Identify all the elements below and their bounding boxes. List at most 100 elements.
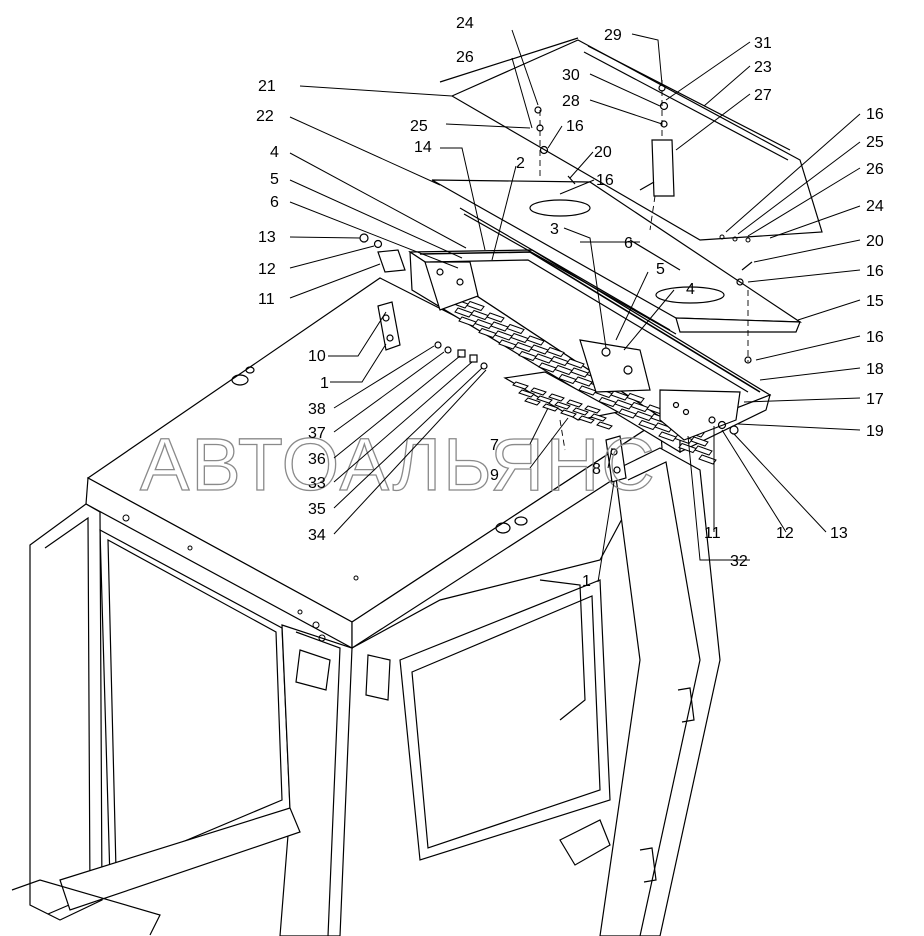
grab-handle xyxy=(639,847,657,883)
assembly-axis xyxy=(559,419,566,451)
cover-opening xyxy=(655,286,725,304)
callout-14: 14 xyxy=(414,139,432,156)
callout-19: 19 xyxy=(866,423,884,440)
fastener xyxy=(469,354,478,363)
roof-hole xyxy=(231,374,249,386)
visor-edge xyxy=(439,37,579,83)
fastener xyxy=(717,420,727,430)
grille-slot xyxy=(638,419,657,431)
roof-hole xyxy=(514,516,528,526)
callout-9: 9 xyxy=(490,467,499,484)
callout-11: 11 xyxy=(704,525,721,542)
assembly-axis xyxy=(649,195,656,231)
grille-slot xyxy=(658,431,677,442)
right-rear-pillar xyxy=(599,447,721,936)
callout-4: 4 xyxy=(686,281,695,298)
callout-25: 25 xyxy=(410,118,428,135)
frame-hole xyxy=(353,575,359,581)
callout-29: 29 xyxy=(604,27,622,44)
bracket-27 xyxy=(651,139,675,197)
center-mechanism xyxy=(579,339,651,393)
frame-hole xyxy=(318,634,326,642)
callout-16: 16 xyxy=(866,263,884,280)
bolt-20 xyxy=(567,175,576,185)
callout-25: 25 xyxy=(866,134,884,151)
callout-20: 20 xyxy=(594,144,612,161)
callout-15: 15 xyxy=(866,293,884,310)
fastener xyxy=(444,346,452,354)
roof-hole xyxy=(245,366,255,374)
bracket-hole xyxy=(613,466,621,474)
callout-5: 5 xyxy=(270,171,279,188)
filter-slot xyxy=(590,413,607,422)
bracket-10 xyxy=(377,301,401,351)
grille-slot xyxy=(498,339,517,350)
grille-slot xyxy=(698,454,717,465)
bracket-8 xyxy=(605,435,627,483)
visor-rib xyxy=(587,45,791,151)
right-end-plate xyxy=(659,389,741,441)
fastener xyxy=(480,362,488,370)
washer-12 xyxy=(373,239,383,249)
grille-slot xyxy=(558,373,577,385)
callout-7: 7 xyxy=(490,437,499,454)
callout-30: 30 xyxy=(562,67,580,84)
filter-slot xyxy=(584,405,601,414)
callout-labels: 24 26 21 22 25 16 4 14 2 20 16 5 6 13 12… xyxy=(256,15,884,590)
rear-window-inner xyxy=(411,595,601,849)
callout-12: 12 xyxy=(776,525,794,542)
callout-16: 16 xyxy=(596,172,614,189)
callout-28: 28 xyxy=(562,93,580,110)
callout-13: 13 xyxy=(830,525,848,542)
filter-slot xyxy=(524,397,541,406)
grille-slot xyxy=(694,445,713,456)
callout-24: 24 xyxy=(456,15,474,32)
cover-rib xyxy=(459,207,671,331)
door-hinge xyxy=(559,819,611,866)
bracket-bolt xyxy=(456,278,464,286)
bracket-bolt xyxy=(672,401,680,409)
callout-38: 38 xyxy=(308,401,326,418)
base-step xyxy=(11,879,161,936)
visor-hole xyxy=(745,237,751,243)
cab-frame xyxy=(11,277,721,936)
cover-opening xyxy=(529,199,591,217)
pillar-inner-line xyxy=(627,461,701,936)
filter-slot xyxy=(554,401,571,410)
callout-3: 3 xyxy=(550,221,559,238)
callout-2: 2 xyxy=(516,155,525,172)
callout-36: 36 xyxy=(308,451,326,468)
callout-11: 11 xyxy=(258,291,275,308)
callout-8: 8 xyxy=(592,461,601,478)
callout-31: 31 xyxy=(754,35,772,52)
visor-hole xyxy=(719,234,725,240)
filter-slot xyxy=(566,399,583,408)
fastener xyxy=(659,101,669,111)
bracket-hole xyxy=(382,314,390,322)
callout-12: 12 xyxy=(258,261,276,278)
bracket-hole xyxy=(386,334,394,342)
fastener xyxy=(457,349,466,358)
filter-slots xyxy=(512,381,613,430)
grille-slot xyxy=(678,442,697,454)
callout-16: 16 xyxy=(866,329,884,346)
callout-27: 27 xyxy=(754,87,772,104)
filter-slot xyxy=(548,393,565,402)
callout-10: 10 xyxy=(308,348,326,365)
grille-slot xyxy=(538,362,557,373)
callout-37: 37 xyxy=(308,425,326,442)
callout-32: 32 xyxy=(730,553,748,570)
grille-slot xyxy=(518,350,537,362)
visor-rib xyxy=(583,51,789,161)
roof-hole xyxy=(495,522,511,534)
filter-slot xyxy=(536,395,553,404)
grille-slot xyxy=(618,408,637,419)
mount-bracket xyxy=(295,649,331,691)
callout-35: 35 xyxy=(308,501,326,518)
callout-26: 26 xyxy=(456,49,474,66)
fastener xyxy=(736,278,744,286)
bracket-bolt xyxy=(436,268,444,276)
gasket-11 xyxy=(377,249,406,273)
fastener xyxy=(539,145,549,155)
callout-6: 6 xyxy=(624,235,633,252)
